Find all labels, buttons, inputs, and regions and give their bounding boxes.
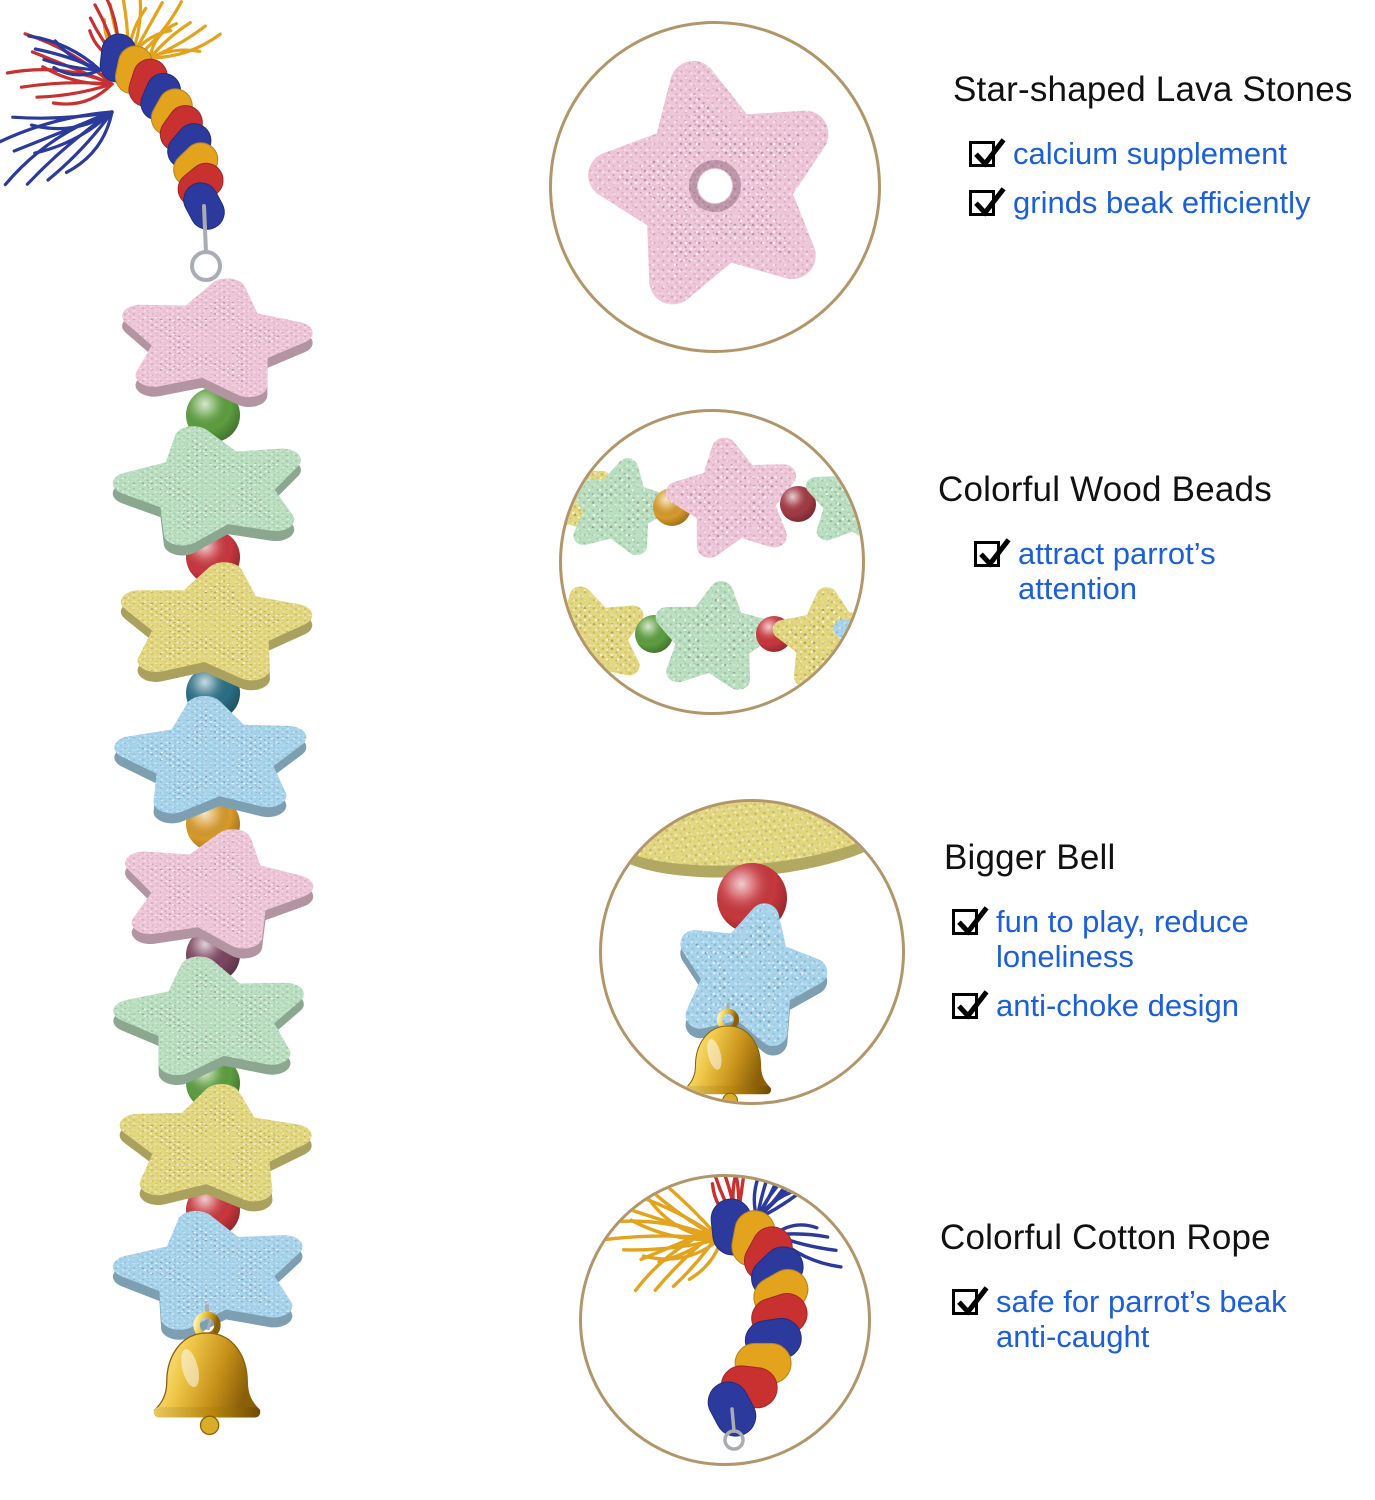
feature-bigger-bell: Bigger Bell fun to play, reduce loneline… (944, 838, 1276, 1023)
feature-title: Colorful Wood Beads (938, 470, 1272, 509)
feature-star-shaped-lava-stones: Star-shaped Lava Stones calcium suppleme… (953, 70, 1353, 220)
feature-bullet: safe for parrot’s beak anti-caught (952, 1284, 1326, 1354)
checked-checkbox-icon (974, 538, 1011, 568)
checked-checkbox-icon (969, 138, 1006, 168)
feature-bullet-text: anti-choke design (996, 988, 1239, 1024)
inset-cotton-rope-closeup (579, 1174, 871, 1466)
checked-checkbox-icon (952, 906, 989, 936)
checked-checkbox-icon (952, 990, 989, 1020)
feature-colorful-wood-beads: Colorful Wood Beads attract parrot’s att… (938, 470, 1272, 606)
feature-bullet-text: fun to play, reduce loneliness (996, 904, 1249, 975)
feature-colorful-cotton-rope: Colorful Cotton Rope safe for parrot’s b… (940, 1218, 1326, 1354)
cotton-rope-closeup-image (585, 1177, 843, 1451)
wood-beads-closeup-image (562, 437, 862, 690)
feature-bullet: calcium supplement (969, 136, 1353, 171)
inset-bell-closeup (599, 799, 905, 1105)
inset-wood-beads-closeup (559, 409, 865, 715)
feature-bullet: attract parrot’s attention (974, 536, 1272, 606)
bird-chew-toy-image (0, 0, 314, 1436)
feature-bullet: fun to play, reduce loneliness (952, 904, 1276, 974)
lava-stone-closeup-image (588, 60, 829, 305)
feature-bullet: anti-choke design (952, 988, 1276, 1023)
feature-bullet-text: safe for parrot’s beak anti-caught (996, 1284, 1287, 1355)
inset-lava-stone-closeup (549, 21, 881, 353)
feature-title: Star-shaped Lava Stones (953, 70, 1353, 109)
checked-checkbox-icon (969, 187, 1006, 217)
feature-bullet-text: attract parrot’s attention (1018, 536, 1216, 607)
checked-checkbox-icon (952, 1286, 989, 1316)
feature-bullet-text: grinds beak efficiently (1013, 185, 1311, 221)
feature-bullet-text: calcium supplement (1013, 136, 1287, 171)
feature-title: Colorful Cotton Rope (940, 1218, 1271, 1257)
feature-bullet: grinds beak efficiently (969, 185, 1353, 220)
feature-title: Bigger Bell (944, 838, 1116, 877)
bell-closeup-image (602, 802, 902, 1102)
